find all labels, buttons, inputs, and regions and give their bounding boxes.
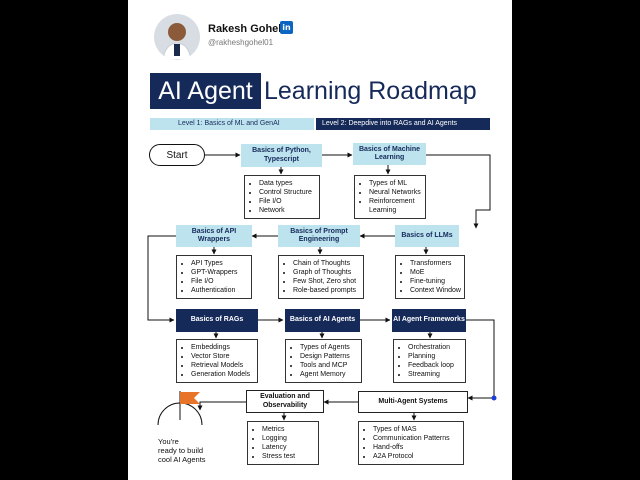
list-item: Role-based prompts (293, 286, 361, 295)
list-item: Data types (259, 179, 317, 188)
finish-message: You're ready to build cool AI Agents (158, 437, 206, 464)
node-eval-title: Evaluation and Observability (246, 390, 324, 413)
list-item: Chain of Thoughts (293, 259, 361, 268)
node-frameworks-list: Orchestration Planning Feedback loop Str… (393, 339, 466, 383)
finish-line-3: cool AI Agents (158, 455, 206, 464)
list-item: File I/O (191, 277, 249, 286)
list-item: Generation Models (191, 370, 255, 379)
list-item: Few Shot, Zero shot (293, 277, 361, 286)
list-item: Reinforcement Learning (369, 197, 423, 215)
list-item: Hand-offs (373, 443, 461, 452)
list-item: Latency (262, 443, 316, 452)
node-mas-title: Multi-Agent Systems (358, 391, 468, 413)
list-item: A2A Protocol (373, 452, 461, 461)
author-handle: @rakheshgohel01 (208, 38, 274, 47)
list-item: Tools and MCP (300, 361, 359, 370)
node-api-list: API Types GPT-Wrappers File I/O Authenti… (176, 255, 252, 299)
list-item: Transformers (410, 259, 462, 268)
finish-line-1: You're (158, 437, 179, 446)
list-item: Vector Store (191, 352, 255, 361)
list-item: Stress test (262, 452, 316, 461)
title-rest: Learning Roadmap (264, 77, 477, 105)
node-python-title: Basics of Python, Typescript (241, 144, 322, 167)
node-prompt-title: Basics of Prompt Engineering (278, 225, 360, 247)
list-item: MoE (410, 268, 462, 277)
list-item: Types of MAS (373, 425, 461, 434)
node-frameworks-title: AI Agent Frameworks (392, 309, 466, 332)
node-prompt-list: Chain of Thoughts Graph of Thoughts Few … (278, 255, 364, 299)
linkedin-icon[interactable]: in (280, 21, 293, 34)
author-name: Rakesh Gohel (208, 23, 282, 35)
level2-banner: Level 2: Deepdive into RAGs and AI Agent… (316, 118, 490, 130)
list-item: Control Structure (259, 188, 317, 197)
node-agents-list: Types of Agents Design Patterns Tools an… (285, 339, 362, 383)
level1-banner: Level 1: Basics of ML and GenAI (150, 118, 314, 130)
list-item: Logging (262, 434, 316, 443)
list-item: Types of ML (369, 179, 423, 188)
list-item: GPT-Wrappers (191, 268, 249, 277)
node-llms-title: Basics of LLMs (395, 225, 459, 247)
connector-lines (147, 152, 497, 426)
start-node: Start (149, 144, 205, 166)
list-item: Types of Agents (300, 343, 359, 352)
list-item: Graph of Thoughts (293, 268, 361, 277)
list-item: File I/O (259, 197, 317, 206)
finish-flag-icon (157, 391, 203, 426)
node-agents-title: Basics of AI Agents (285, 309, 360, 332)
node-rags-title: Basics of RAGs (176, 309, 258, 332)
list-item: Network (259, 206, 317, 215)
list-item: Context Window (410, 286, 462, 295)
title-highlight: AI Agent (150, 73, 261, 109)
roadmap-card: Rakesh Gohel in @rakheshgohel01 AI Agent… (128, 0, 512, 480)
list-item: API Types (191, 259, 249, 268)
avatar (154, 14, 200, 60)
node-api-title: Basics of API Wrappers (176, 225, 252, 247)
node-llms-list: Transformers MoE Fine-tuning Context Win… (395, 255, 465, 299)
list-item: Communication Patterns (373, 434, 461, 443)
list-item: Streaming (408, 370, 463, 379)
list-item: Neural Networks (369, 188, 423, 197)
node-eval-list: Metrics Logging Latency Stress test (247, 421, 319, 465)
node-ml-title: Basics of Machine Learning (353, 143, 426, 165)
list-item: Embeddings (191, 343, 255, 352)
list-item: Orchestration (408, 343, 463, 352)
list-item: Agent Memory (300, 370, 359, 379)
list-item: Planning (408, 352, 463, 361)
finish-line-2: ready to build (158, 446, 204, 455)
node-python-list: Data types Control Structure File I/O Ne… (244, 175, 320, 219)
list-item: Metrics (262, 425, 316, 434)
list-item: Feedback loop (408, 361, 463, 370)
node-rags-list: Embeddings Vector Store Retrieval Models… (176, 339, 258, 383)
list-item: Design Patterns (300, 352, 359, 361)
node-ml-list: Types of ML Neural Networks Reinforcemen… (354, 175, 426, 219)
list-item: Fine-tuning (410, 277, 462, 286)
node-mas-list: Types of MAS Communication Patterns Hand… (358, 421, 464, 465)
list-item: Retrieval Models (191, 361, 255, 370)
list-item: Authentication (191, 286, 249, 295)
